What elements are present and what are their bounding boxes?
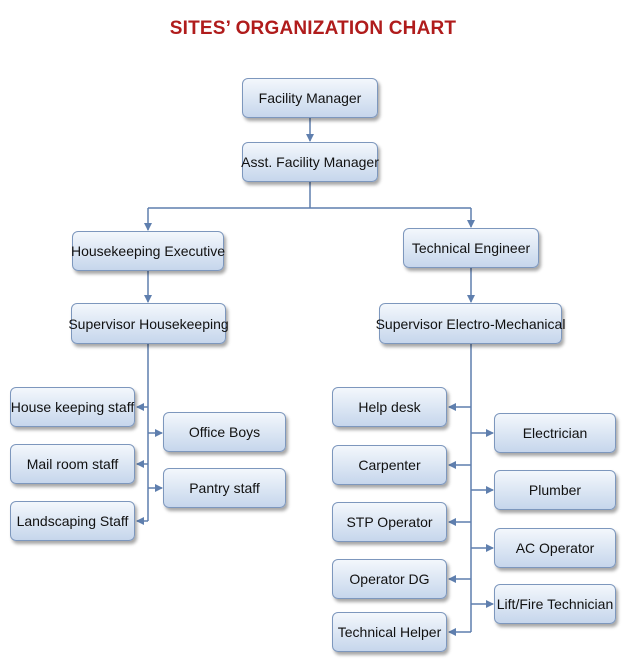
node-mail-room-staff: Mail room staff xyxy=(10,444,135,484)
node-asst-facility-manager: Asst. Facility Manager xyxy=(241,142,379,182)
node-ac-operator: AC Operator xyxy=(494,528,616,568)
node-electrician: Electrician xyxy=(494,413,616,453)
node-carpenter: Carpenter xyxy=(332,445,447,485)
node-help-desk: Help desk xyxy=(332,387,447,427)
node-technical-engineer: Technical Engineer xyxy=(403,228,539,268)
node-landscaping-staff: Landscaping Staff xyxy=(10,501,135,541)
node-facility-manager: Facility Manager xyxy=(242,78,378,118)
node-operator-dg: Operator DG xyxy=(332,559,447,599)
node-supervisor-housekeeping: Supervisor Housekeeping xyxy=(68,303,229,344)
chart-title: SITES’ ORGANIZATION CHART xyxy=(169,18,457,39)
node-lift-fire-technician: Lift/Fire Technician xyxy=(494,584,616,624)
node-stp-operator: STP Operator xyxy=(332,502,447,542)
node-pantry-staff: Pantry staff xyxy=(163,468,286,508)
node-plumber: Plumber xyxy=(494,470,616,510)
node-housekeeping-executive: Housekeeping Executive xyxy=(71,231,225,271)
node-office-boys: Office Boys xyxy=(163,412,286,452)
node-house-keeping-staff: House keeping staff xyxy=(10,387,135,427)
node-supervisor-electro-mechanical: Supervisor Electro-Mechanical xyxy=(376,303,565,344)
node-technical-helper: Technical Helper xyxy=(332,612,447,652)
